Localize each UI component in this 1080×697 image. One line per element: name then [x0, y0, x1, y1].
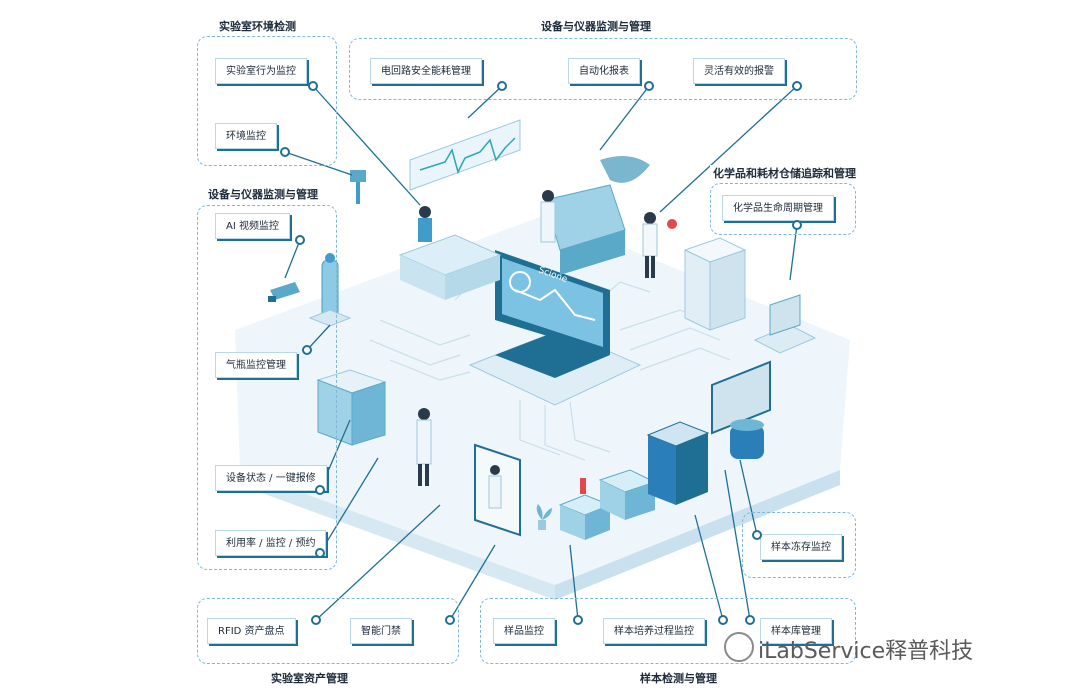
label-equip-status: 设备状态 / 一键报修 — [215, 465, 327, 491]
label-culture: 样本培养过程监控 — [603, 618, 705, 644]
group-equip-left — [197, 205, 337, 570]
label-storage: 样本库管理 — [760, 618, 832, 644]
node-rfid — [311, 615, 321, 625]
group-chem — [710, 183, 856, 235]
server-rack — [316, 369, 387, 446]
label-gas: 气瓶监控管理 — [215, 352, 297, 378]
label-auto-report: 自动化报表 — [568, 58, 640, 84]
label-ai-video: AI 视频监控 — [215, 213, 290, 239]
node-env-monitor — [280, 147, 290, 157]
chem-terminal — [753, 294, 817, 354]
group-samples-bottom — [480, 598, 856, 664]
wechat-icon — [724, 632, 754, 662]
chem-cabinet — [683, 237, 747, 331]
storage-unit — [711, 360, 771, 459]
label-chem-life: 化学品生命周期管理 — [722, 195, 834, 221]
group-equip-top — [349, 38, 857, 100]
node-utilization — [315, 548, 325, 558]
group-title-samples: 样本检测与管理 — [637, 670, 720, 686]
env-sensor — [350, 170, 366, 204]
group-lab-env — [197, 36, 337, 166]
label-alarm: 灵活有效的报警 — [693, 58, 785, 84]
watermark: iLabService释普科技 — [758, 639, 974, 664]
label-rfid: RFID 资产盘点 — [207, 618, 296, 644]
freezer — [646, 421, 710, 505]
group-title-equip-top: 设备与仪器监测与管理 — [538, 18, 654, 34]
node-storage — [745, 615, 755, 625]
group-title-chem: 化学品和耗材仓储追踪和管理 — [710, 165, 859, 181]
node-auto-report — [644, 81, 654, 91]
group-title-assets: 实验室资产管理 — [268, 670, 351, 686]
node-smart-door — [445, 615, 455, 625]
incubators — [558, 469, 657, 540]
camera — [268, 282, 300, 302]
node-culture — [718, 615, 728, 625]
node-ai-video — [295, 235, 305, 245]
group-samples-freeze — [742, 512, 856, 578]
group-assets — [197, 598, 459, 664]
person-rack — [416, 408, 432, 486]
label-sample-monitor: 样品监控 — [493, 618, 555, 644]
central-monitor — [468, 250, 642, 406]
smart-door — [474, 443, 521, 537]
group-title-equip-left: 设备与仪器监测与管理 — [205, 186, 321, 202]
lab-desk — [398, 206, 502, 300]
node-gas — [302, 345, 312, 355]
node-circuit — [497, 81, 507, 91]
node-freeze — [752, 530, 762, 540]
platform-side-right — [555, 470, 840, 600]
report-machine — [540, 156, 650, 275]
scientist-alarm — [642, 212, 677, 278]
label-freeze: 样本冻存监控 — [760, 534, 842, 560]
label-circuit: 电回路安全能耗管理 — [370, 58, 482, 84]
node-alarm — [792, 81, 802, 91]
platform-side-left — [240, 470, 555, 600]
node-equip-status — [315, 485, 325, 495]
plant — [536, 504, 552, 530]
label-utilization: 利用率 / 监控 / 预约 — [215, 530, 327, 556]
node-chem-life — [792, 220, 802, 230]
connector-lines — [284, 85, 798, 621]
gas-cylinder — [308, 253, 352, 327]
group-title-lab-env: 实验室环境检测 — [216, 18, 299, 34]
node-lab-behavior — [308, 81, 318, 91]
label-lab-behavior: 实验室行为监控 — [215, 58, 307, 84]
node-sample-monitor — [573, 615, 583, 625]
ecg-panel — [409, 119, 521, 191]
label-smart-door: 智能门禁 — [350, 618, 412, 644]
label-env-monitor: 环境监控 — [215, 123, 277, 149]
